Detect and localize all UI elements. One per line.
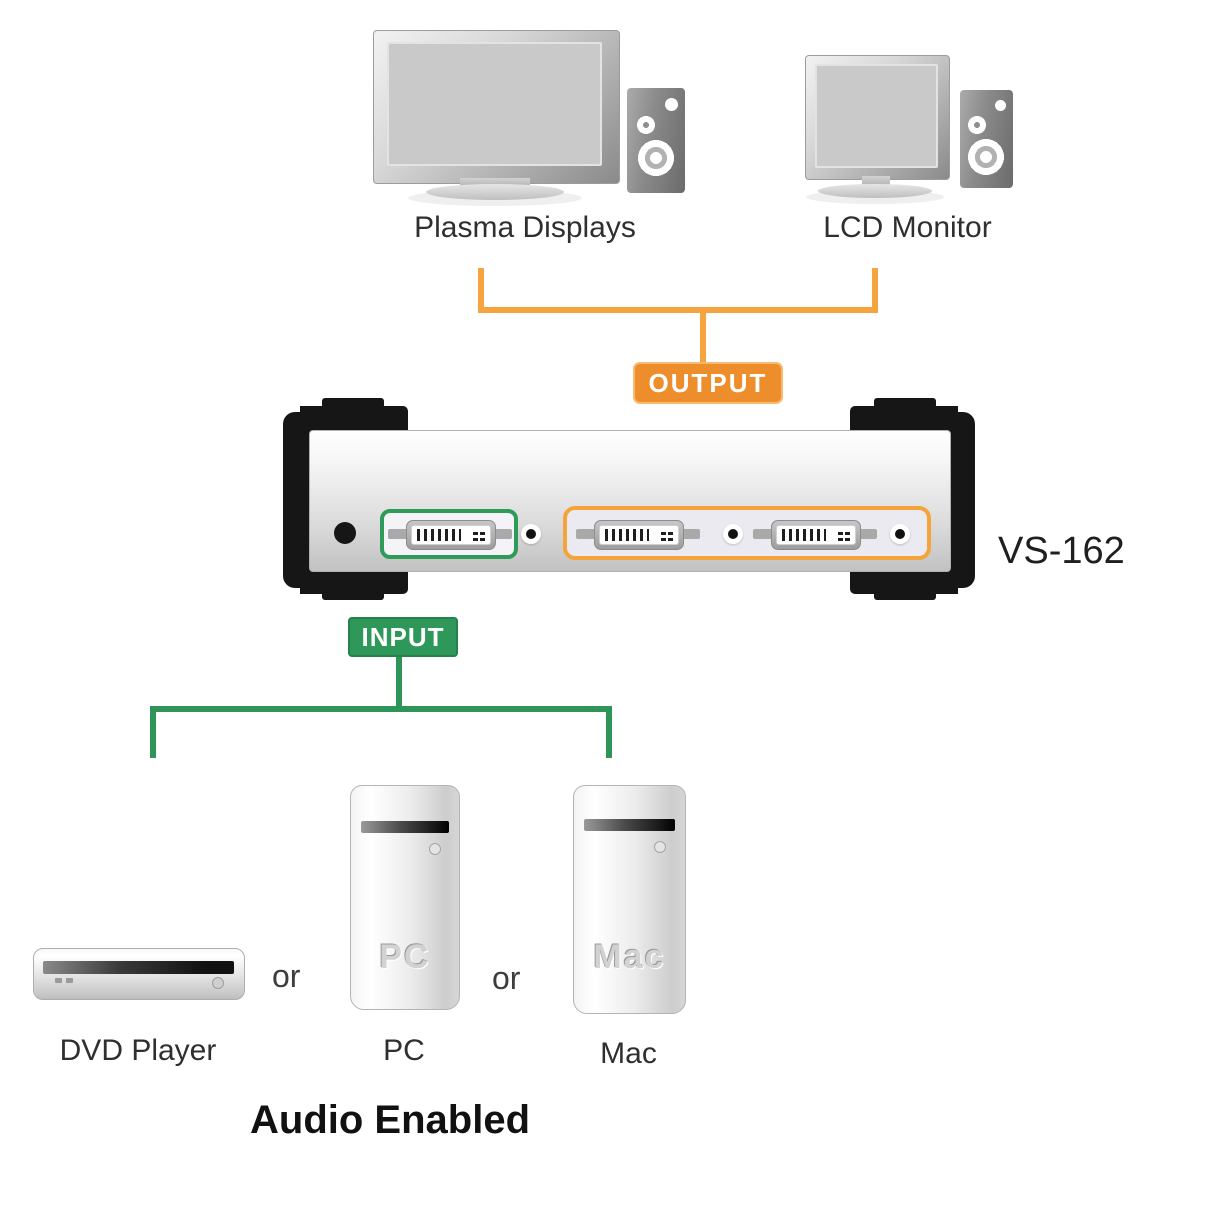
plasma-display-icon	[373, 30, 620, 184]
speaker-woofer-cone	[967, 138, 1005, 176]
mac-power-button	[654, 841, 666, 853]
mac-drive-slot	[584, 819, 675, 831]
plasma-speaker-icon	[627, 88, 685, 193]
pc-tower-icon: PC	[350, 785, 460, 1010]
mac-tower-icon: Mac	[573, 785, 686, 1014]
dvi-body	[594, 520, 684, 550]
pc-drive-slot	[361, 821, 449, 833]
left-bracket-top-tab	[300, 406, 408, 434]
dvd-button-left-2	[66, 978, 73, 983]
speaker-mid-cone	[966, 114, 988, 136]
right-bracket-top-tab	[850, 406, 958, 434]
dvi-inner	[411, 525, 491, 545]
dvi-pins	[417, 529, 461, 541]
or-text-left: or	[272, 958, 301, 994]
speaker-woofer-cone	[635, 137, 677, 179]
dvi-blade	[838, 529, 850, 541]
dvi-port-output-1	[576, 520, 700, 550]
input-bracket-right-line	[606, 706, 612, 758]
speaker-tweeter-dot	[665, 98, 678, 111]
audio-jack-core	[728, 529, 738, 539]
dvi-pins	[605, 529, 649, 541]
audio-enabled-note: Audio Enabled	[250, 1098, 530, 1142]
device-model-label: VS-162	[998, 530, 1125, 572]
dvi-port-output-2	[753, 520, 877, 550]
dvd-player-icon	[33, 948, 245, 1000]
pc-emboss-text: PC	[379, 938, 431, 976]
mac-emboss-text: Mac	[593, 938, 666, 976]
dvd-player-label: DVD Player	[59, 1034, 217, 1067]
dvd-disc-slot	[43, 961, 234, 974]
lcd-monitor-label: LCD Monitor	[823, 211, 992, 244]
speaker-mid-cone	[635, 114, 657, 136]
dvi-inner	[776, 525, 856, 545]
speaker-tweeter-dot	[995, 100, 1006, 111]
lcd-monitor-icon	[805, 55, 950, 180]
lcd-stand-base	[818, 184, 932, 198]
audio-jack-output-2	[890, 524, 910, 544]
output-tag-badge: OUTPUT	[633, 362, 783, 404]
dvi-pins	[782, 529, 826, 541]
left-bracket-bar	[283, 412, 311, 588]
dvi-inner	[599, 525, 679, 545]
input-tag-badge: INPUT	[348, 617, 458, 657]
audio-jack-core	[895, 529, 905, 539]
plasma-stand-base	[426, 184, 564, 200]
dvi-body	[406, 520, 496, 550]
pc-label: PC	[383, 1034, 425, 1067]
lcd-screen	[815, 64, 938, 168]
output-bracket-left-line	[478, 268, 484, 313]
audio-jack-input	[521, 524, 541, 544]
lcd-speaker-icon	[960, 90, 1013, 188]
dvd-button-right	[212, 977, 224, 989]
mac-label: Mac	[600, 1037, 657, 1070]
plasma-screen	[387, 42, 602, 166]
pc-power-button	[429, 843, 441, 855]
dvi-blade	[661, 529, 673, 541]
audio-jack-output-1	[723, 524, 743, 544]
or-text-right: or	[492, 960, 521, 996]
input-bracket-left-line	[150, 706, 156, 758]
right-bracket-bar	[947, 412, 975, 588]
plasma-displays-label: Plasma Displays	[414, 211, 636, 244]
power-jack	[334, 522, 356, 544]
dvi-blade	[473, 529, 485, 541]
dvi-body	[771, 520, 861, 550]
output-bracket-right-line	[872, 268, 878, 313]
audio-jack-core	[526, 529, 536, 539]
input-bracket-horizontal-line	[150, 706, 612, 712]
dvd-button-left	[55, 978, 62, 983]
dvi-port-input	[388, 520, 512, 550]
output-bracket-stub-line	[700, 313, 706, 363]
output-bracket-horizontal-line	[478, 307, 878, 313]
input-bracket-stub-line	[396, 657, 402, 708]
